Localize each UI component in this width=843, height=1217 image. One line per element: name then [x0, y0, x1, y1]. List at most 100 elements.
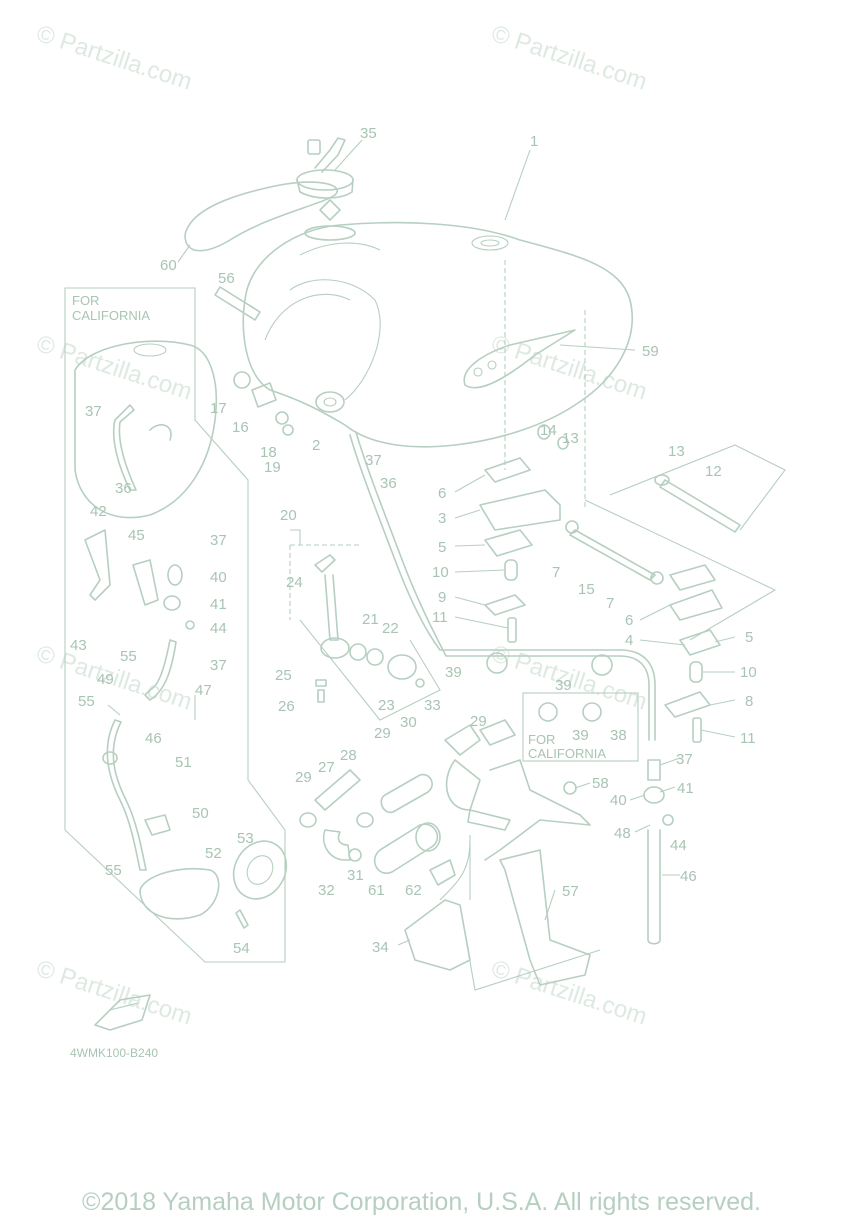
callout-20: 20 [280, 507, 297, 524]
watermark: © Partzilla.com [33, 955, 195, 1031]
callout-55: 55 [105, 862, 122, 879]
diagram-code: 4WMK100-B240 [70, 1046, 158, 1060]
panel-label: FOR [72, 293, 99, 308]
callout-6: 6 [625, 612, 633, 629]
callout-31: 31 [347, 867, 364, 884]
callout-49: 49 [97, 671, 114, 688]
callout-37: 37 [676, 751, 693, 768]
callout-44: 44 [670, 837, 687, 854]
callout-6: 6 [438, 485, 446, 502]
callout-22: 22 [382, 620, 399, 637]
watermark: © Partzilla.com [33, 20, 195, 96]
callout-29: 29 [295, 769, 312, 786]
callout-54: 54 [233, 940, 250, 957]
fuel-tank [242, 221, 633, 510]
callout-43: 43 [70, 637, 87, 654]
fuel-cap [296, 137, 363, 241]
callout-5: 5 [745, 629, 753, 646]
callout-60: 60 [160, 257, 177, 274]
callout-39: 39 [445, 664, 462, 681]
copyright-notice: ©2018 Yamaha Motor Corporation, U.S.A. A… [82, 1188, 761, 1216]
fuel-cock-group [289, 529, 441, 721]
callout-40: 40 [210, 569, 227, 586]
callout-4: 4 [625, 632, 633, 649]
callout-48: 48 [614, 825, 631, 842]
callout-13: 13 [668, 443, 685, 460]
watermark: © Partzilla.com [488, 20, 650, 96]
callout-56: 56 [218, 270, 235, 287]
callouts: 1 2 3 4 5 5 6 6 7 7 8 9 10 10 11 11 12 1… [70, 125, 757, 957]
callout-9: 9 [438, 589, 446, 606]
callout-37: 37 [85, 403, 102, 420]
fuel-cock-parts [233, 371, 345, 436]
callout-5: 5 [438, 539, 446, 556]
callout-46: 46 [145, 730, 162, 747]
watermark: © Partzilla.com [33, 640, 195, 716]
mounting-brackets [479, 424, 786, 743]
callout-33: 33 [424, 697, 441, 714]
callout-44: 44 [210, 620, 227, 637]
callout-30: 30 [400, 714, 417, 731]
callout-42: 42 [90, 503, 107, 520]
callout-62: 62 [405, 882, 422, 899]
box-label: CALIFORNIA [528, 746, 606, 761]
callout-23: 23 [378, 697, 395, 714]
callout-7: 7 [552, 564, 560, 581]
callout-18: 18 [260, 444, 277, 461]
callout-10: 10 [740, 664, 757, 681]
callout-36: 36 [115, 480, 132, 497]
callout-40: 40 [610, 792, 627, 809]
callout-29: 29 [374, 725, 391, 742]
callout-3: 3 [438, 510, 446, 527]
callout-10: 10 [432, 564, 449, 581]
tank-cover [177, 181, 338, 263]
fuel-hose [349, 431, 656, 741]
callout-8: 8 [745, 693, 753, 710]
right-fittings [486, 652, 674, 945]
callout-27: 27 [318, 759, 335, 776]
callout-11: 11 [432, 609, 448, 626]
callout-45: 45 [128, 527, 145, 544]
callout-26: 26 [278, 698, 295, 715]
fuel-pump-assembly [299, 719, 516, 886]
callout-17: 17 [210, 400, 227, 417]
callout-53: 53 [237, 830, 254, 847]
callout-35: 35 [360, 125, 377, 142]
pipe [214, 286, 261, 321]
callout-39: 39 [555, 677, 572, 694]
callout-47: 47 [195, 682, 212, 699]
callout-1: 1 [530, 133, 538, 150]
callout-15: 15 [578, 581, 595, 598]
callout-16: 16 [232, 419, 249, 436]
callout-25: 25 [275, 667, 292, 684]
callout-55: 55 [78, 693, 95, 710]
front-direction-icon [94, 994, 151, 1031]
callout-37: 37 [210, 532, 227, 549]
callout-52: 52 [205, 845, 222, 862]
callout-32: 32 [318, 882, 335, 899]
callout-51: 51 [175, 754, 192, 771]
callout-50: 50 [192, 805, 209, 822]
watermark: © Partzilla.com [488, 330, 650, 406]
california-panel-left: FOR CALIFORNIA [64, 287, 288, 963]
california-box-right: FOR CALIFORNIA [522, 692, 639, 762]
callout-7: 7 [606, 595, 614, 612]
callout-58: 58 [592, 775, 609, 792]
pump-bracket [404, 759, 601, 991]
callout-21: 21 [362, 611, 379, 628]
box-label: FOR [528, 732, 555, 747]
callout-41: 41 [210, 596, 227, 613]
callout-59: 59 [642, 343, 659, 360]
callout-55: 55 [120, 648, 137, 665]
leader-lines [107, 149, 736, 946]
callout-13: 13 [562, 430, 579, 447]
callout-19: 19 [264, 459, 281, 476]
callout-38: 38 [610, 727, 627, 744]
callout-57: 57 [562, 883, 579, 900]
callout-11: 11 [740, 730, 756, 747]
callout-14: 14 [540, 422, 557, 439]
callout-41: 41 [677, 780, 694, 797]
callout-37: 37 [210, 657, 227, 674]
callout-61: 61 [368, 882, 385, 899]
